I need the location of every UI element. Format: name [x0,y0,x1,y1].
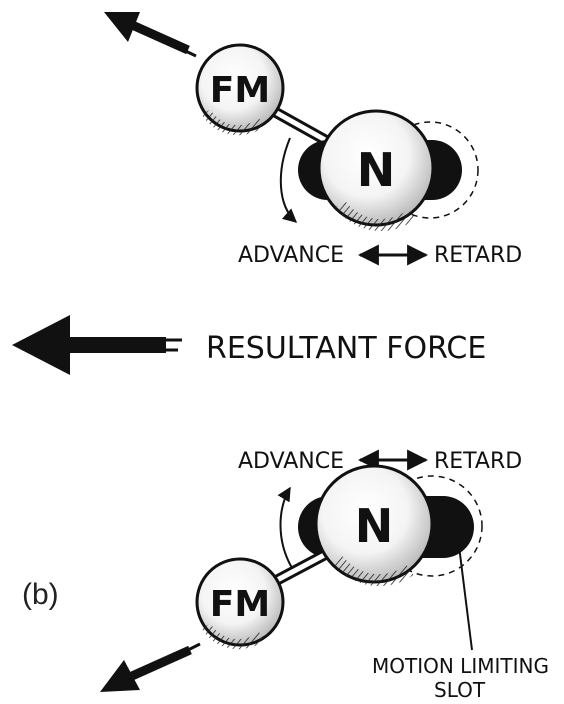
slot-callout-line [457,537,473,651]
slot-label-line1: MOTION LIMITING [372,654,549,678]
bottom-motion-arrow [100,642,201,692]
bottom-panel: ADVANCE RETARD N FM [22,449,549,702]
resultant-force-arrow [12,315,182,375]
top-rotation-arrow [279,137,298,223]
resultant-force-label: RESULTANT FORCE [206,331,486,366]
resultant-force: RESULTANT FORCE [12,315,486,375]
panel-label-b: (b) [22,578,59,611]
bottom-fm-label: FM [210,584,270,625]
top-advance-label: ADVANCE [238,243,344,268]
bottom-advance-label: ADVANCE [238,449,344,474]
top-retard-label: RETARD [434,243,522,268]
top-n-ball: N [317,109,435,231]
top-panel: N FM ADVANCE RETARD [104,12,522,268]
top-motion-arrow [104,12,197,58]
bottom-n-label: N [355,499,394,553]
bottom-retard-label: RETARD [434,449,522,474]
top-fm-ball: FM [195,43,285,136]
top-n-label: N [357,143,396,197]
top-fm-label: FM [210,70,270,111]
slot-label-line2: SLOT [434,678,486,702]
bottom-rotation-arrow [277,486,293,569]
bottom-fm-ball: FM [195,557,285,650]
bottom-n-ball: N [314,464,434,587]
